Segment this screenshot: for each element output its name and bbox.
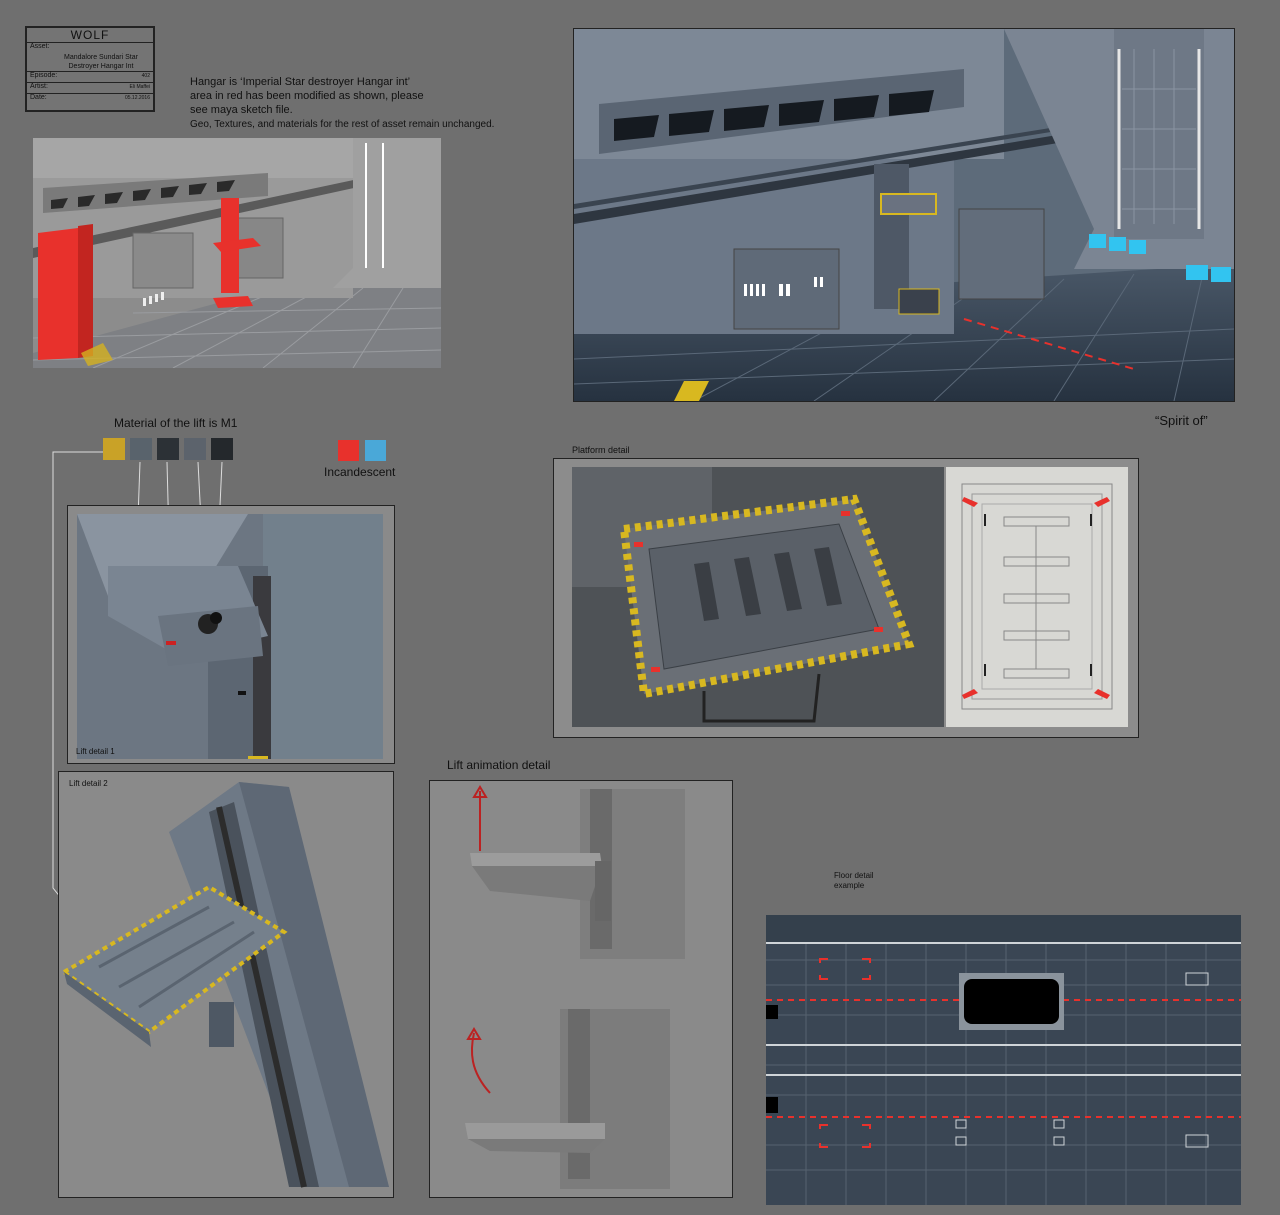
date-row: Date: 05.12.2016 xyxy=(27,94,153,104)
swatch-red xyxy=(338,440,359,461)
hangar-reference-render xyxy=(573,28,1235,402)
floor-detail-label: Floor detail example xyxy=(834,871,874,890)
platform-detail-panel xyxy=(553,458,1139,738)
notes-line-2: area in red has been modified as shown, … xyxy=(190,90,424,102)
artist-value: Eli Maffei xyxy=(129,84,150,90)
episode-label: Episode: xyxy=(30,72,58,79)
swatch-gray xyxy=(184,438,206,460)
lift-detail-1-panel: Lift detail 1 xyxy=(67,505,395,764)
floor-detail-render xyxy=(766,915,1241,1205)
hangar-markup-render xyxy=(33,138,441,368)
incandescent-swatches xyxy=(338,440,386,461)
date-value: 05.12.2016 xyxy=(124,95,150,101)
lift-animation-panel xyxy=(429,780,733,1198)
platform-detail-label: Platform detail xyxy=(572,445,630,455)
notes-line-1: Hangar is ‘Imperial Star destroyer Hanga… xyxy=(190,76,411,88)
swatch-dark xyxy=(211,438,233,460)
episode-row: Episode: 402 xyxy=(27,72,153,83)
lift-detail-2-label: Lift detail 2 xyxy=(69,779,108,788)
material-swatches xyxy=(103,438,237,460)
asset-row: Asset: Mandalore Sundari Star Destroyer … xyxy=(27,43,153,72)
asset-value: Mandalore Sundari Star Destroyer Hangar … xyxy=(64,54,138,70)
title-block: WOLF Asset: Mandalore Sundari Star Destr… xyxy=(25,26,155,112)
lift-detail-2-panel: Lift detail 2 xyxy=(58,771,394,1198)
spirit-of-caption: “Spirit of” xyxy=(1155,413,1208,428)
studio-name: WOLF xyxy=(27,28,153,43)
artist-row: Artist: Eli Maffei xyxy=(27,83,153,94)
swatch-yellow xyxy=(103,438,125,460)
swatch-blue xyxy=(365,440,386,461)
material-label: Material of the lift is M1 xyxy=(114,416,238,430)
date-label: Date: xyxy=(30,94,47,101)
artist-label: Artist: xyxy=(30,83,48,90)
swatch-slate xyxy=(130,438,152,460)
notes-line-4: Geo, Textures, and materials for the res… xyxy=(190,119,495,130)
lift-detail-1-label: Lift detail 1 xyxy=(76,747,115,756)
asset-label: Asset: xyxy=(30,43,50,50)
swatch-charcoal xyxy=(157,438,179,460)
lift-animation-label: Lift animation detail xyxy=(447,758,551,772)
incandescent-label: Incandescent xyxy=(324,465,396,479)
notes-line-3: see maya sketch file. xyxy=(190,104,293,116)
episode-value: 402 xyxy=(141,73,150,79)
